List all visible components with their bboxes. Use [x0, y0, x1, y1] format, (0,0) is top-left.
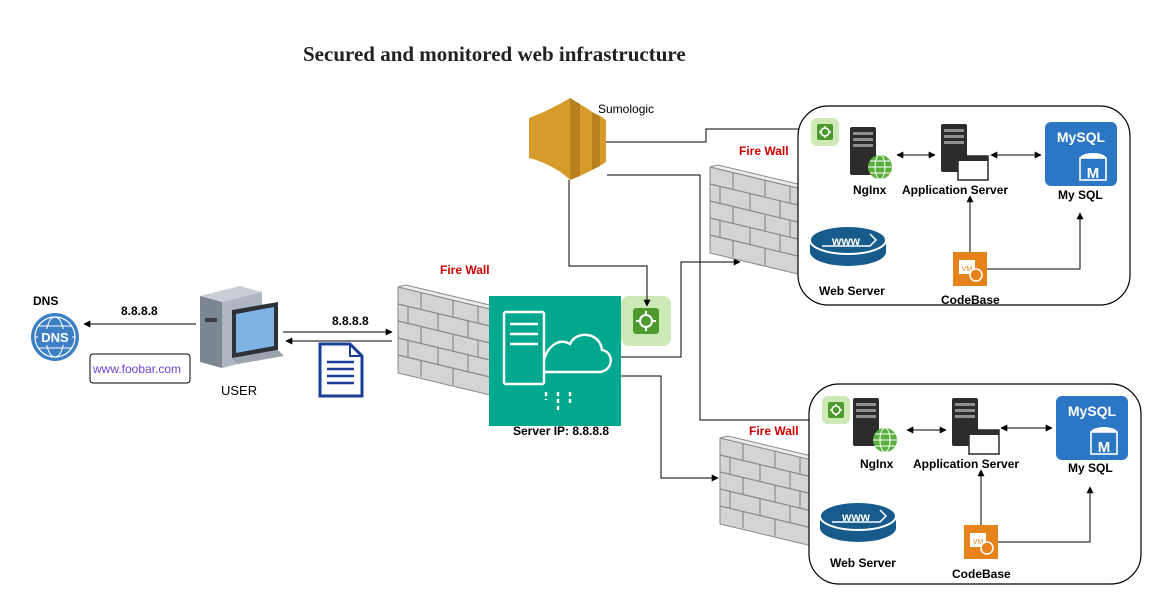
- svg-text:M: M: [1098, 439, 1111, 456]
- dns-globe-icon: DNS: [31, 313, 79, 361]
- server-agent-icon: [621, 296, 671, 346]
- cloud-server-icon: [502, 310, 612, 412]
- cluster-2-agent-icon: [821, 395, 851, 425]
- svg-text:www: www: [831, 234, 861, 248]
- cluster-2-mysql-icon: MySQL M: [1056, 396, 1128, 460]
- cluster-2-app-server-label: Application Server: [913, 457, 1019, 471]
- svg-text:MySQL: MySQL: [1068, 403, 1117, 419]
- cluster-2-codebase-label: CodeBase: [952, 567, 1011, 581]
- cluster-1-mysql-icon: MySQL M: [1045, 122, 1117, 186]
- cluster-1-agent-icon: [810, 117, 840, 147]
- cluster-2: NgInx Application Server MySQL M My SQL …: [808, 383, 1142, 585]
- svg-text:8.8.8.8: 8.8.8.8: [121, 304, 158, 318]
- cluster-1-codebase-label: CodeBase: [941, 293, 1000, 307]
- domain-box: www.foobar.com: [89, 353, 191, 384]
- server-ip-label: Server IP: 8.8.8.8: [513, 424, 609, 438]
- svg-text:M: M: [1087, 165, 1100, 182]
- sumologic-label: Sumologic: [598, 102, 654, 116]
- cluster-2-app-server-icon: [952, 398, 1000, 455]
- cluster-1-web-server-label: Web Server: [819, 284, 885, 298]
- dns-user-link: 8.8.8.8: [83, 304, 196, 328]
- cluster-2-web-server-icon: www: [819, 501, 897, 542]
- svg-text:MySQL: MySQL: [1057, 129, 1106, 145]
- svg-text:DNS: DNS: [33, 294, 58, 308]
- user-computer-icon: [200, 286, 284, 368]
- dns-node: DNS DNS: [31, 294, 79, 361]
- cluster-1-mysql-label: My SQL: [1058, 188, 1103, 202]
- domain-link[interactable]: www.foobar.com: [92, 362, 181, 376]
- svg-text:VM: VM: [962, 266, 973, 273]
- sumologic-icon: [529, 98, 606, 180]
- cluster-1-app-server-icon: [941, 124, 989, 181]
- user-firewall-link: 8.8.8.8: [283, 314, 393, 345]
- cluster-1-codebase-icon: VM: [953, 252, 987, 286]
- svg-text:VM: VM: [973, 539, 984, 546]
- firewall-label-2: Fire Wall: [739, 144, 789, 158]
- document-icon: [318, 342, 364, 398]
- cluster-1-web-server-icon: www: [809, 225, 887, 266]
- cluster-1-app-server-label: Application Server: [902, 183, 1008, 197]
- firewall-label-1: Fire Wall: [440, 263, 490, 277]
- diagram-title: Secured and monitored web infrastructure: [303, 42, 686, 66]
- cluster-1-nginx-icon: [850, 127, 892, 180]
- cluster-2-mysql-label: My SQL: [1068, 461, 1113, 475]
- svg-text:DNS: DNS: [41, 330, 69, 345]
- cluster-1-nginx-label: NgInx: [853, 183, 887, 197]
- cluster-2-nginx-label: NgInx: [860, 457, 894, 471]
- connectors: [568, 125, 823, 482]
- firewall-1: [397, 284, 499, 396]
- cluster-2-codebase-icon: VM: [964, 525, 998, 559]
- cluster-1: NgInx Application Server MySQL M My SQL …: [797, 105, 1131, 307]
- svg-text:8.8.8.8: 8.8.8.8: [332, 314, 369, 328]
- user-label: USER: [221, 383, 257, 398]
- cluster-2-web-server-label: Web Server: [830, 556, 896, 570]
- firewall-2: [709, 164, 811, 276]
- svg-text:www: www: [841, 510, 871, 524]
- cluster-2-nginx-icon: [853, 398, 897, 453]
- server-block: [489, 296, 621, 426]
- firewall-label-3: Fire Wall: [749, 424, 799, 438]
- firewall-3: [719, 435, 821, 547]
